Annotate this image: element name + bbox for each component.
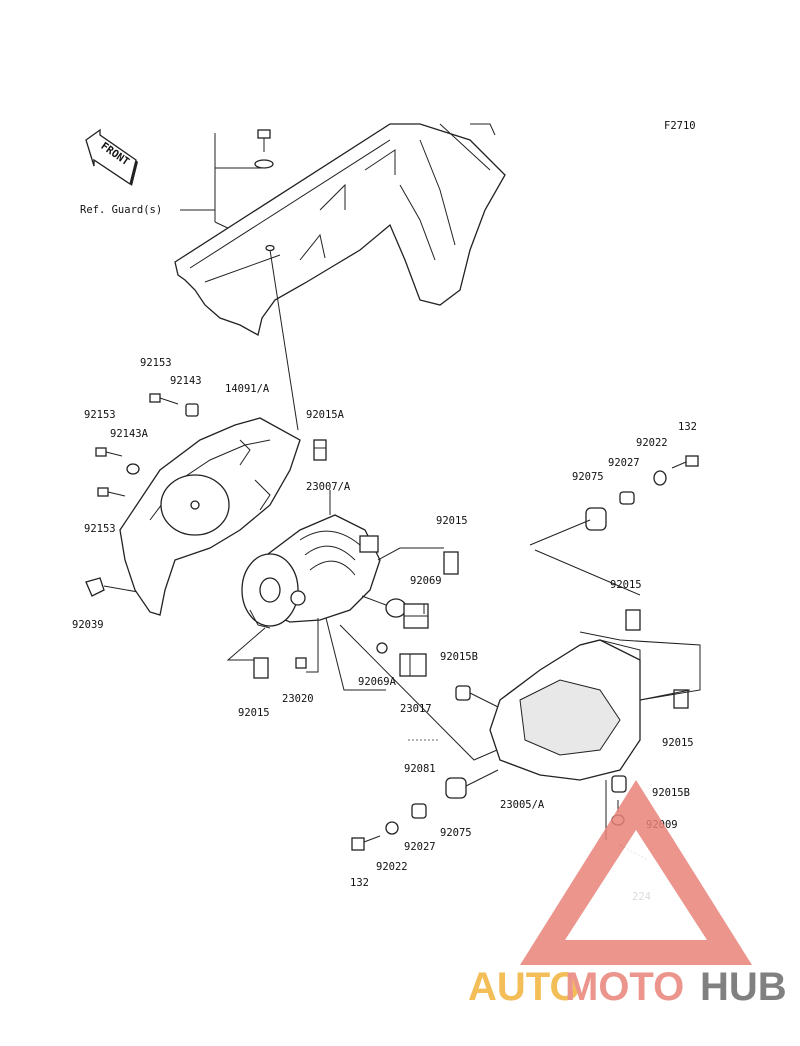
label-92022-b: 92022 bbox=[376, 861, 408, 873]
label-92015-c: 92015 bbox=[610, 579, 642, 591]
label-23007: 23007/A bbox=[306, 481, 351, 493]
label-23017: 23017 bbox=[400, 703, 432, 715]
washer-92022-a-icon bbox=[653, 470, 667, 486]
label-92069: 92069 bbox=[410, 575, 442, 587]
bolt-132-a-icon bbox=[671, 455, 699, 469]
watermark-text-2: MOTO bbox=[565, 965, 684, 1009]
label-92015-a: 92015 bbox=[436, 515, 468, 527]
label-92015b-a: 92015B bbox=[440, 651, 478, 663]
leader-lower bbox=[465, 769, 499, 787]
headlight-unit-shape bbox=[241, 514, 381, 629]
label-132-b: 132 bbox=[350, 877, 369, 889]
bulb-92069-icon bbox=[361, 595, 429, 629]
label-92015-b: 92015 bbox=[238, 707, 270, 719]
label-92039: 92039 bbox=[72, 619, 104, 631]
clip-92015-c-icon bbox=[625, 609, 641, 631]
leader-guard bbox=[269, 249, 299, 431]
label-92075-a: 92075 bbox=[572, 471, 604, 483]
clip-92015-b-icon bbox=[253, 657, 269, 679]
label-132-a: 132 bbox=[678, 421, 697, 433]
clip-92015a-icon bbox=[313, 439, 327, 461]
label-92069a: 92069A bbox=[358, 676, 397, 688]
label-92153-b: 92153 bbox=[84, 409, 116, 421]
watermark-text-3: HUB bbox=[700, 965, 787, 1009]
bolt-92153-b-icon bbox=[95, 447, 123, 457]
grommet-92015b-b-icon bbox=[611, 775, 627, 793]
upper-guard-shape bbox=[174, 123, 506, 336]
right-bracket-lines bbox=[529, 519, 641, 596]
label-92015b-b: 92015B bbox=[652, 787, 690, 799]
label-23005: 23005/A bbox=[500, 799, 545, 811]
label-23020: 23020 bbox=[282, 693, 314, 705]
bolt-92153-a-icon bbox=[149, 393, 179, 405]
label-92022-a: 92022 bbox=[636, 437, 668, 449]
socket-23017-icon bbox=[399, 653, 427, 677]
label-92143: 92143 bbox=[170, 375, 202, 387]
ref-guard-note: Ref. Guard(s) bbox=[80, 204, 162, 216]
label-92027-b: 92027 bbox=[404, 841, 436, 853]
grommet-92075-a-icon bbox=[585, 507, 607, 531]
clip-23020-icon bbox=[295, 657, 307, 669]
bolt-92153-c-icon bbox=[97, 487, 126, 497]
nut-92143-icon bbox=[185, 403, 199, 417]
figure-code: F2710 bbox=[664, 120, 696, 132]
collar-92027-b-icon bbox=[411, 803, 427, 819]
watermark-text-1: AUTO bbox=[468, 965, 581, 1009]
grommet-92075-b-icon bbox=[445, 777, 467, 799]
front-arrow-icon: FRONT bbox=[85, 128, 138, 186]
label-92027-a: 92027 bbox=[608, 457, 640, 469]
rivet-92039-icon bbox=[85, 577, 139, 597]
label-92081: 92081 bbox=[404, 763, 436, 775]
label-92015a: 92015A bbox=[306, 409, 345, 421]
washer-92022-b-icon bbox=[385, 821, 399, 835]
washer-92143a-icon bbox=[126, 463, 140, 475]
bulb-92069a-icon bbox=[376, 642, 388, 654]
clip-92015-a-icon bbox=[443, 551, 459, 575]
label-92153-a: 92153 bbox=[140, 357, 172, 369]
label-92143a: 92143A bbox=[110, 428, 149, 440]
watermark-logo: AUTO MOTO HUB bbox=[468, 780, 787, 1009]
bolt-132-b-icon bbox=[351, 835, 381, 851]
collar-92027-a-icon bbox=[619, 491, 635, 505]
label-92015-d: 92015 bbox=[662, 737, 694, 749]
clip-92015-d-icon bbox=[673, 689, 689, 709]
headlight-unit-b-shape bbox=[489, 631, 701, 781]
grommet-92015b-a-icon bbox=[455, 685, 501, 709]
headlight-cover-shape bbox=[119, 417, 301, 616]
part-labels: 92153 92143 14091/A 92153 92143A 92015A … bbox=[72, 357, 697, 903]
label-14091: 14091/A bbox=[225, 383, 270, 395]
label-92153-c: 92153 bbox=[84, 523, 116, 535]
top-bolt-icon bbox=[254, 129, 274, 169]
label-92075-b: 92075 bbox=[440, 827, 472, 839]
